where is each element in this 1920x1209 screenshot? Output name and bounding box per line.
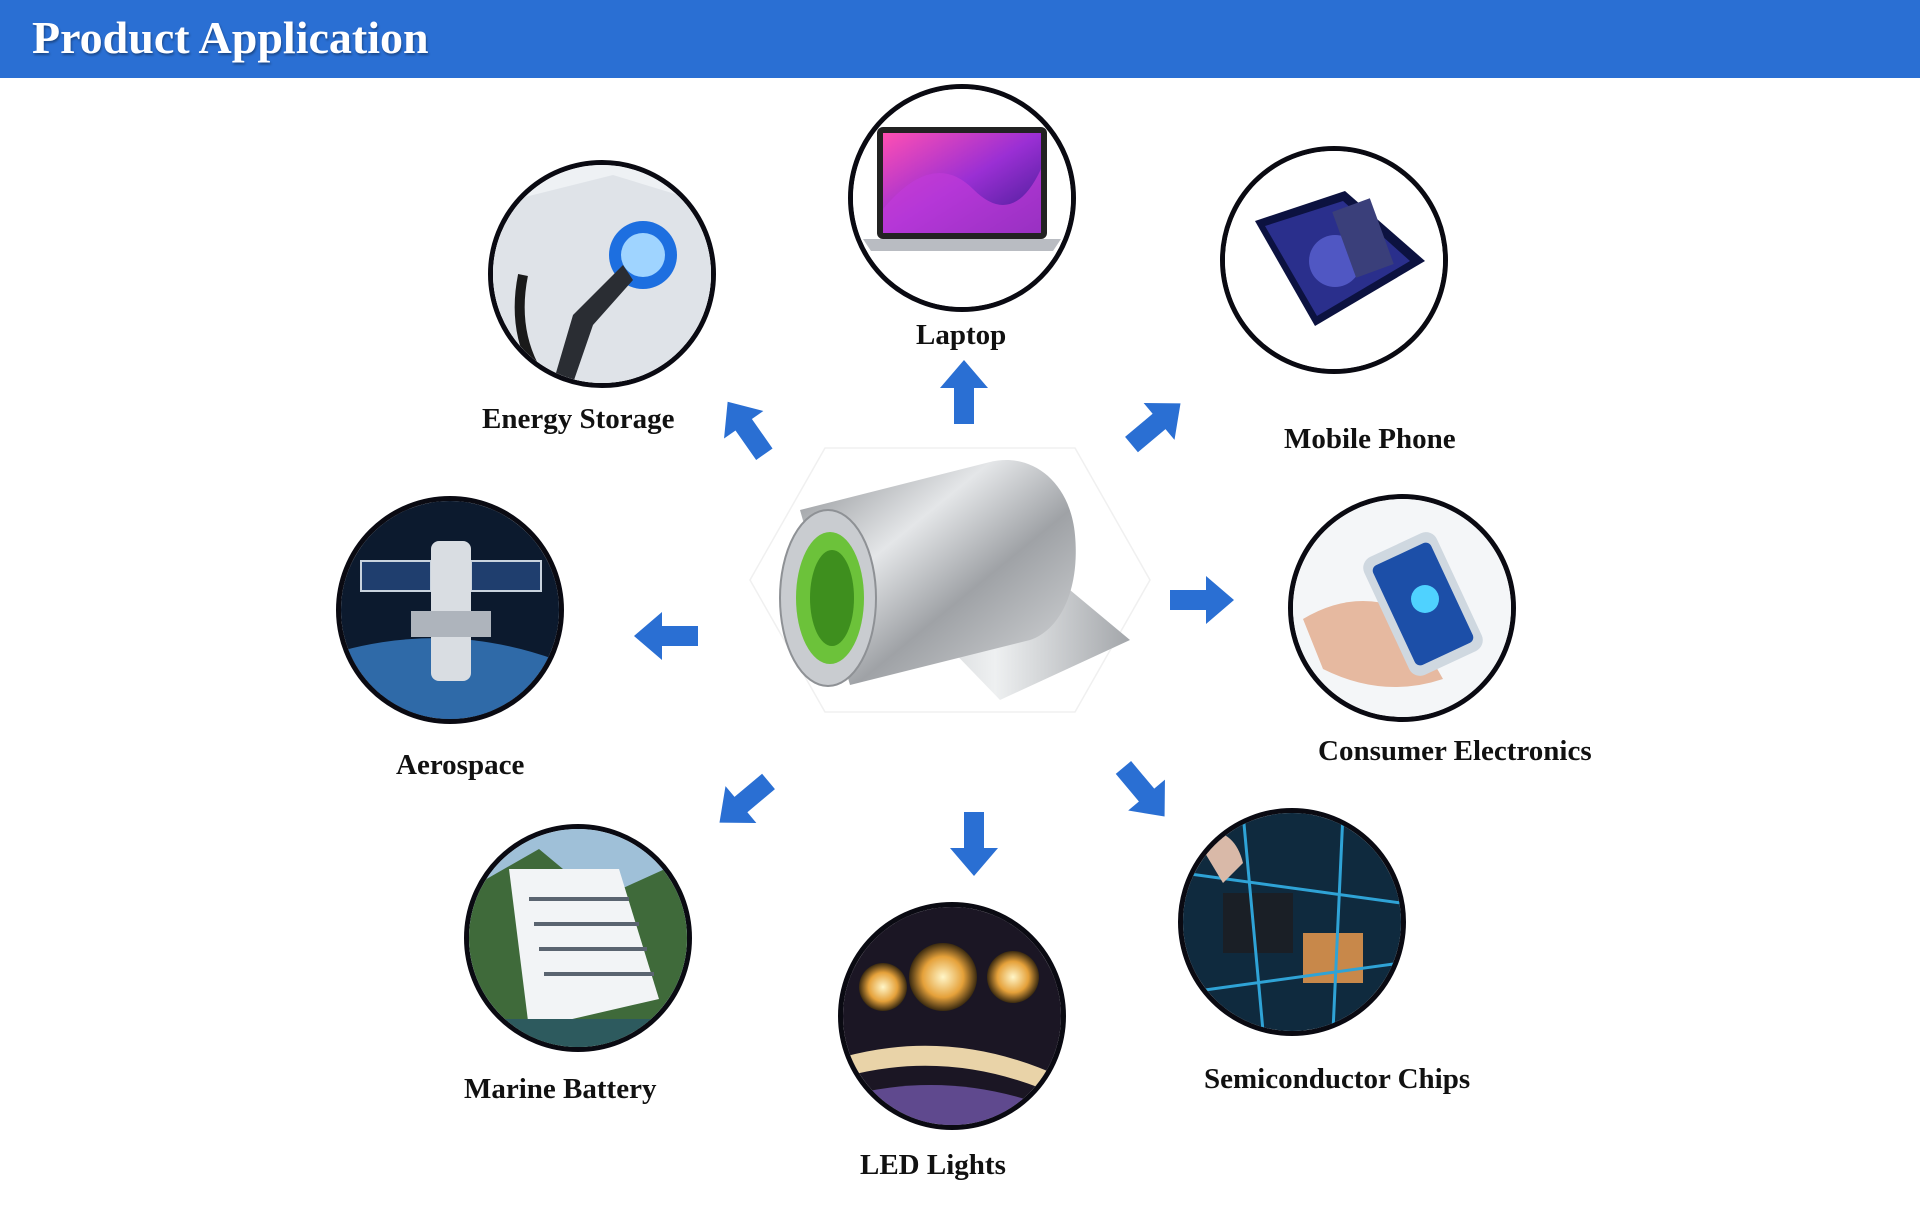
application-circle-led-lights <box>838 902 1066 1130</box>
laptop-icon <box>853 89 1071 307</box>
page-title: Product Application <box>32 12 429 63</box>
label-consumer-electronics: Consumer Electronics <box>1318 735 1592 767</box>
arrow-to-marine-battery <box>704 762 784 842</box>
label-aerospace: Aerospace <box>396 749 525 781</box>
arrow-to-semiconductor-chips <box>1104 752 1184 832</box>
arrow-to-mobile-phone <box>1116 384 1196 464</box>
label-marine-battery: Marine Battery <box>464 1073 657 1105</box>
arrow-to-led-lights <box>934 804 1014 884</box>
label-laptop: Laptop <box>916 319 1007 351</box>
application-circle-aerospace <box>336 496 564 724</box>
application-circle-marine-battery <box>464 824 692 1052</box>
application-circle-consumer-electronics <box>1288 494 1516 722</box>
arrow-to-aerospace <box>626 596 706 676</box>
label-energy-storage: Energy Storage <box>482 403 675 435</box>
application-circle-laptop <box>848 84 1076 312</box>
application-circle-semiconductor-chips <box>1178 808 1406 1036</box>
arrow-to-laptop <box>924 352 1004 432</box>
application-circle-mobile-phone <box>1220 146 1448 374</box>
application-circle-energy-storage <box>488 160 716 388</box>
handheld-device-icon <box>1293 499 1511 717</box>
arrow-to-energy-storage <box>706 388 786 468</box>
circuit-board-icon <box>1183 813 1401 1031</box>
label-mobile-phone: Mobile Phone <box>1284 423 1456 455</box>
ev-charger-icon <box>493 165 711 383</box>
label-semiconductor-chips: Semiconductor Chips <box>1204 1063 1471 1095</box>
led-light-icon <box>843 907 1061 1125</box>
cruise-ship-icon <box>469 829 687 1047</box>
foldable-phone-icon <box>1225 151 1443 369</box>
header-bar: Product Application <box>0 0 1920 78</box>
space-station-icon <box>341 501 559 719</box>
label-led-lights: LED Lights <box>860 1149 1006 1181</box>
aluminum-foil-roll-icon <box>740 440 1160 720</box>
arrow-to-consumer-electronics <box>1162 560 1242 640</box>
